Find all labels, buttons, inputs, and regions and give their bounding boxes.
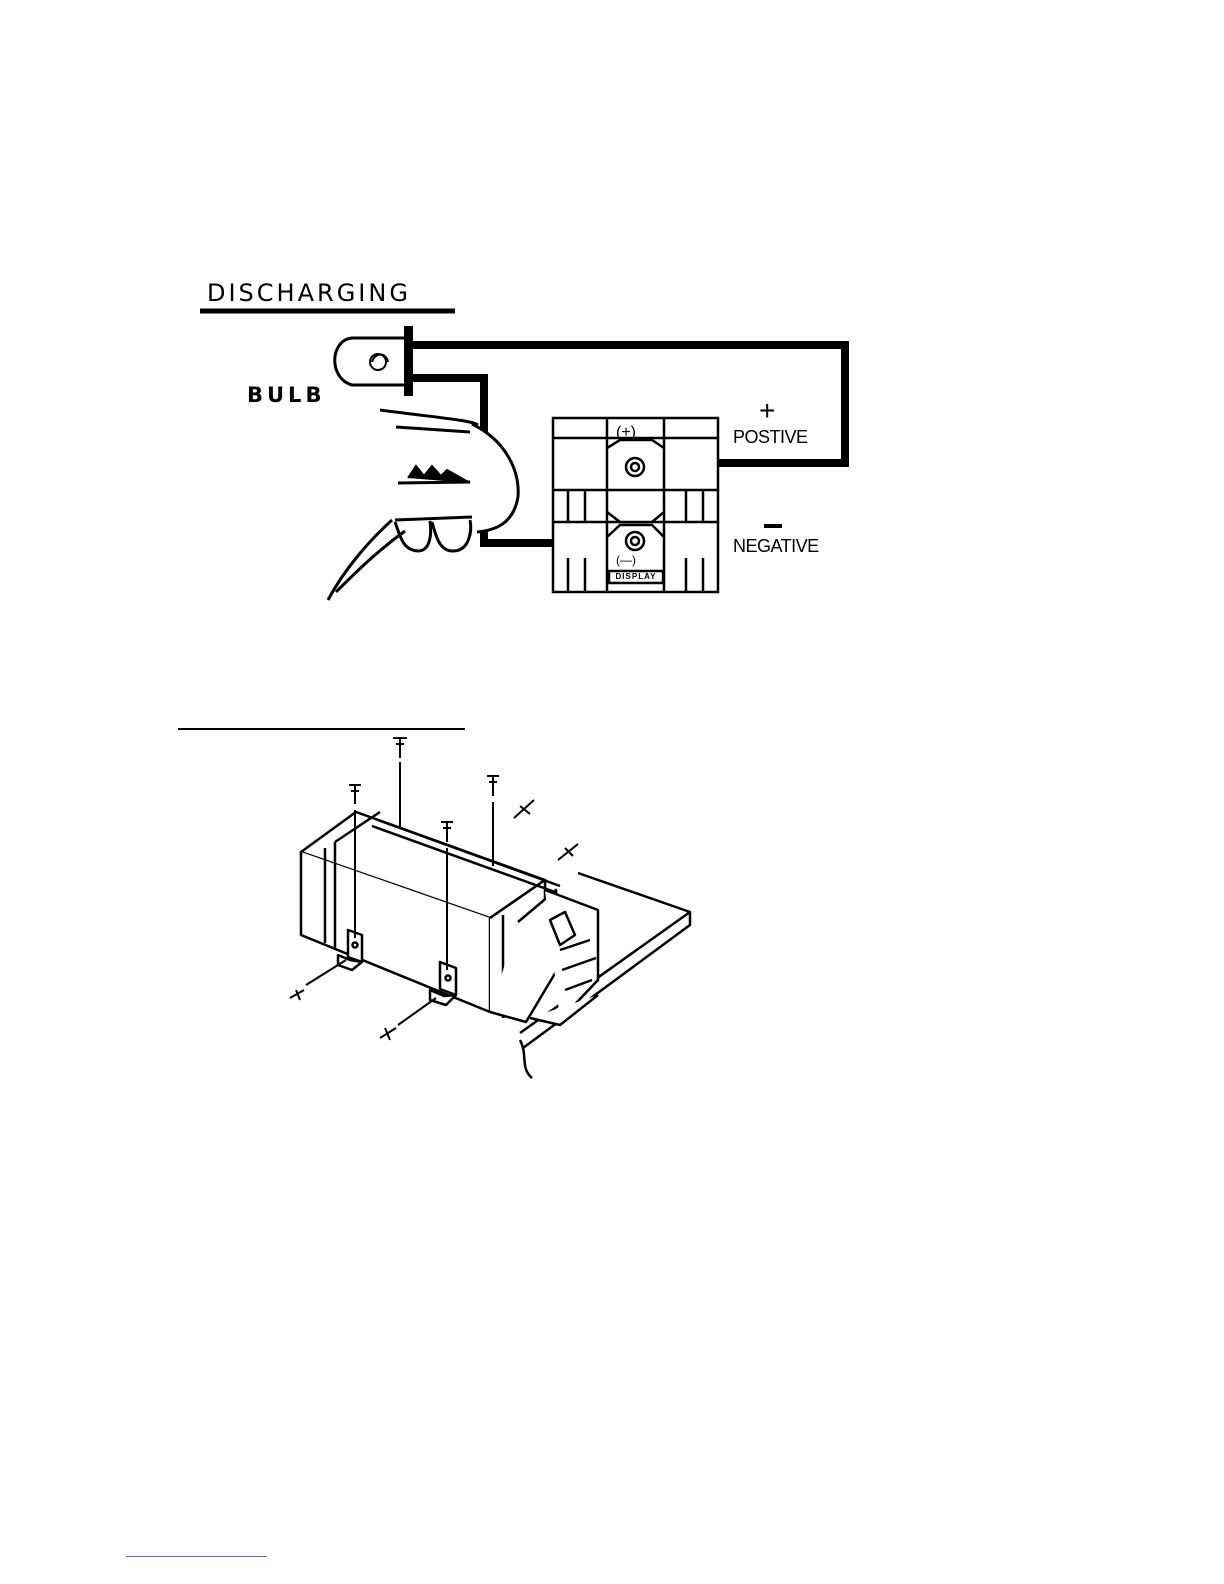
discharging-title: DISCHARGING [207,279,411,307]
positive-label: POSTIVE [733,427,808,448]
battery-terminal-minus: (—) [616,553,636,567]
battery-label: DISPLAY [609,571,663,583]
bulb-icon [335,326,413,396]
negative-label: NEGATIVE [733,536,819,557]
negative-symbol [764,524,782,528]
footer-rule [126,1556,267,1557]
bulb-label: BULB [247,383,325,407]
mounting-diagram [178,729,690,1078]
battery-terminal-plus: (+) [616,424,636,442]
hand-icon [328,410,518,600]
positive-symbol: + [759,397,775,425]
